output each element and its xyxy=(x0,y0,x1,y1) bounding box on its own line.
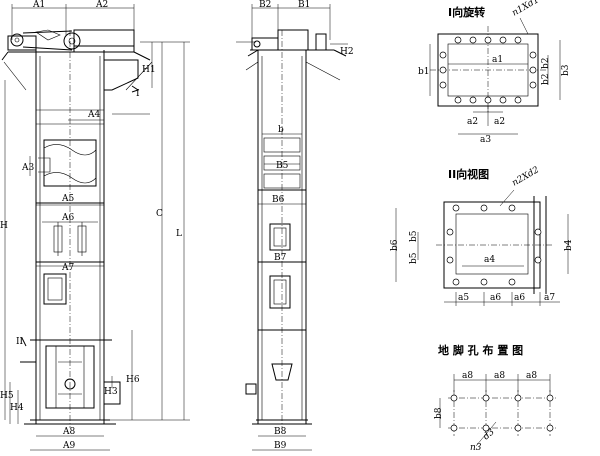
dim-h: H xyxy=(0,221,8,231)
dim-a5-view-ii: a5 xyxy=(458,293,469,303)
dim-a4-view-ii: a4 xyxy=(484,255,495,265)
dim-b6-view-ii: b6 xyxy=(390,239,400,251)
dim-b1-view-i: b1 xyxy=(418,67,430,77)
dim-b2-lower: b2 xyxy=(541,74,551,86)
dim-b6: B6 xyxy=(272,195,285,205)
dim-b: b xyxy=(278,125,284,135)
foundation-plan: 地 脚 孔 布 置 图 a8 a8 a8 b8 n3 d3 xyxy=(434,343,556,453)
dim-b2-upper: b2 xyxy=(541,58,551,70)
view-ii: II向视图 n2Xd2 b6 b5 b5 b4 a4 a5 a6 a xyxy=(390,165,574,306)
side-view: B2 B1 H2 b B5 B6 B7 xyxy=(236,0,354,451)
n1xd1-label: n1Xd1 xyxy=(511,0,541,19)
drive-pulley xyxy=(10,33,24,47)
dim-b5-upper: b5 xyxy=(409,230,419,242)
dim-a6: A6 xyxy=(61,213,74,223)
dim-a4: A4 xyxy=(87,110,100,120)
dim-b3-view-i: b3 xyxy=(561,64,571,76)
n3-label: n3 xyxy=(470,443,482,453)
dim-a8-second: a8 xyxy=(494,371,505,381)
dim-h6: H6 xyxy=(126,375,140,385)
dim-b2: B2 xyxy=(259,0,271,10)
dim-l: L xyxy=(176,229,182,239)
dim-b1: B1 xyxy=(298,0,310,10)
dim-h3: H3 xyxy=(104,387,118,397)
dim-a2-right: a2 xyxy=(494,117,505,127)
dim-a1: A1 xyxy=(32,0,45,10)
marker-i: I xyxy=(136,89,140,99)
dim-a8-first: a8 xyxy=(462,371,473,381)
dim-a5: A5 xyxy=(61,194,74,204)
dim-a2-left: a2 xyxy=(467,117,478,127)
dim-a2: A2 xyxy=(95,0,108,10)
dim-b4-view-ii: b4 xyxy=(564,239,574,251)
dim-a8: A8 xyxy=(62,427,75,437)
n2xd2-label: n2Xd2 xyxy=(511,165,542,189)
head-pulley xyxy=(63,32,81,50)
dim-h5: H5 xyxy=(0,391,14,401)
dim-b5-lower: b5 xyxy=(409,252,419,264)
dim-a9: A9 xyxy=(62,441,75,451)
dim-b8-foundation: b8 xyxy=(434,407,444,419)
dim-b8: B8 xyxy=(274,427,287,437)
marker-ii: II xyxy=(16,337,24,347)
dim-front-small: A3 xyxy=(21,163,34,173)
view-i-title: I向旋转 xyxy=(448,5,485,19)
front-view: A1 A2 A4 A3 xyxy=(0,0,190,451)
view-ii-title: II向视图 xyxy=(448,167,489,181)
dim-b5: B5 xyxy=(276,161,289,171)
dim-a1-view-i: a1 xyxy=(492,55,503,65)
dim-a6-second: a6 xyxy=(514,293,525,303)
dim-a7: A7 xyxy=(61,263,74,273)
dim-a3-view-i: a3 xyxy=(480,135,491,145)
foundation-title: 地 脚 孔 布 置 图 xyxy=(438,343,523,357)
dim-a8-third: a8 xyxy=(526,371,537,381)
dim-b9: B9 xyxy=(274,441,287,451)
view-i: I向旋转 n1Xd1 a1 b1 b2 b2 b3 xyxy=(418,0,571,145)
dim-c: C xyxy=(156,209,163,219)
dim-h2: H2 xyxy=(340,47,354,57)
dim-a7-view-ii: a7 xyxy=(544,293,555,303)
dim-h4: H4 xyxy=(10,403,24,413)
dim-h1: H1 xyxy=(142,65,156,75)
dim-a6-first: a6 xyxy=(490,293,501,303)
dim-b7: B7 xyxy=(274,253,287,263)
